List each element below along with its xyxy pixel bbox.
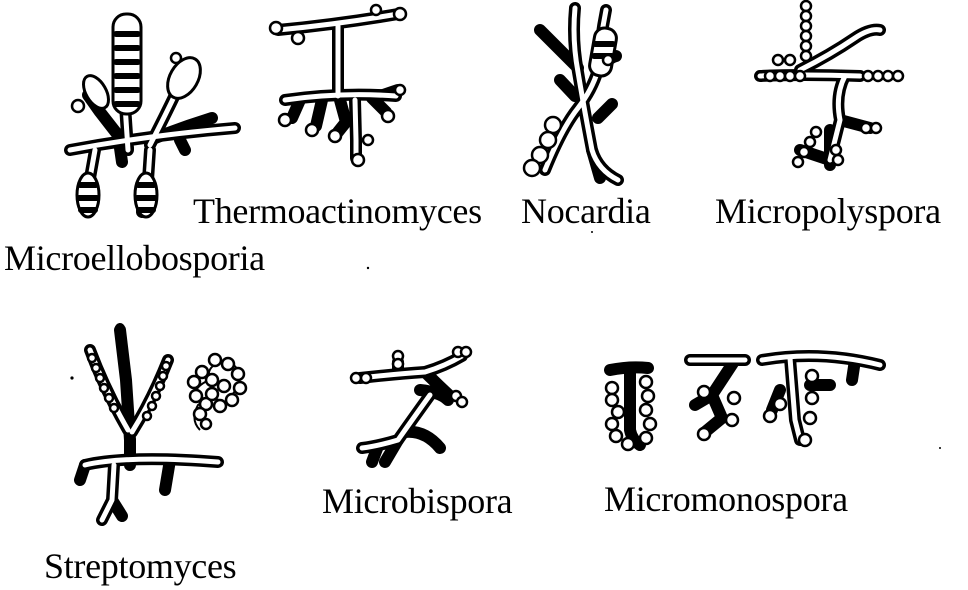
micropolyspora-drawing — [760, 1, 903, 167]
microellobosporia-drawing — [70, 14, 235, 217]
nocardia-drawing — [524, 8, 618, 180]
label-micropolyspora: Micropolyspora — [715, 190, 941, 232]
streptomyces-drawing — [80, 328, 246, 520]
thermoactinomyces-drawing — [270, 5, 406, 166]
label-microellobosporia: Microellobosporia — [4, 237, 265, 279]
micromonospora-drawing — [606, 356, 880, 450]
label-nocardia: Nocardia — [521, 190, 651, 232]
label-microbispora: Microbispora — [322, 480, 512, 522]
spore-coil — [188, 354, 246, 430]
microbispora-drawing — [351, 347, 471, 462]
label-thermoactinomyces: Thermoactinomyces — [193, 190, 482, 232]
label-streptomyces: Streptomyces — [44, 545, 236, 587]
label-micromonospora: Micromonospora — [604, 478, 848, 520]
